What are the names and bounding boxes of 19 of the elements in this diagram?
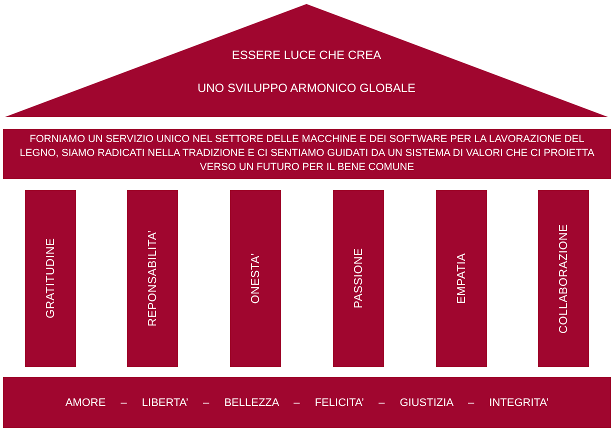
value-pillar [25,190,76,367]
values-text: AMORE – LIBERTA’ – BELLEZZA – FELICITA’ – GIUSTIZIA – INTEGRITA’ [65,396,549,410]
value-pillar [538,190,589,367]
roof-text: ESSERE LUCE CHE CREA [232,48,382,63]
value-pillar [333,190,384,367]
pillar-label: GRATITUDINE [44,238,58,319]
value-pillar [436,190,487,367]
roof-text: UNO SVILUPPO ARMONICO GLOBALE [197,81,416,96]
pillar-label: ONESTA' [248,253,262,304]
pillar-label: EMPATIA [454,253,468,304]
pillar-label: PASSIONE [352,248,366,309]
values-base-band [3,377,611,428]
pillar-label: COLLABORAZIONE [556,224,570,334]
mission-text: FORNIAMO UN SERVIZIO UNICO NEL SETTORE DELLE MACCHINE E DEI SOFTWARE PER LA LAVORAZIONE DEL LEGNO, SIAMO RADICATI NELLA TRADIZIONE E CI SENTIAMO GUIDATI DA UN SISTEMA DI VALORI CHE CI PROIETTA VERSO UN FUTURO PER IL BENE COMUNE [18,133,596,175]
mission-banner [3,129,611,179]
value-pillar [127,190,178,367]
pillar-label: REPONSABILITA’ [146,230,160,327]
value-pillar [230,190,281,367]
pediment-roof [5,4,608,117]
